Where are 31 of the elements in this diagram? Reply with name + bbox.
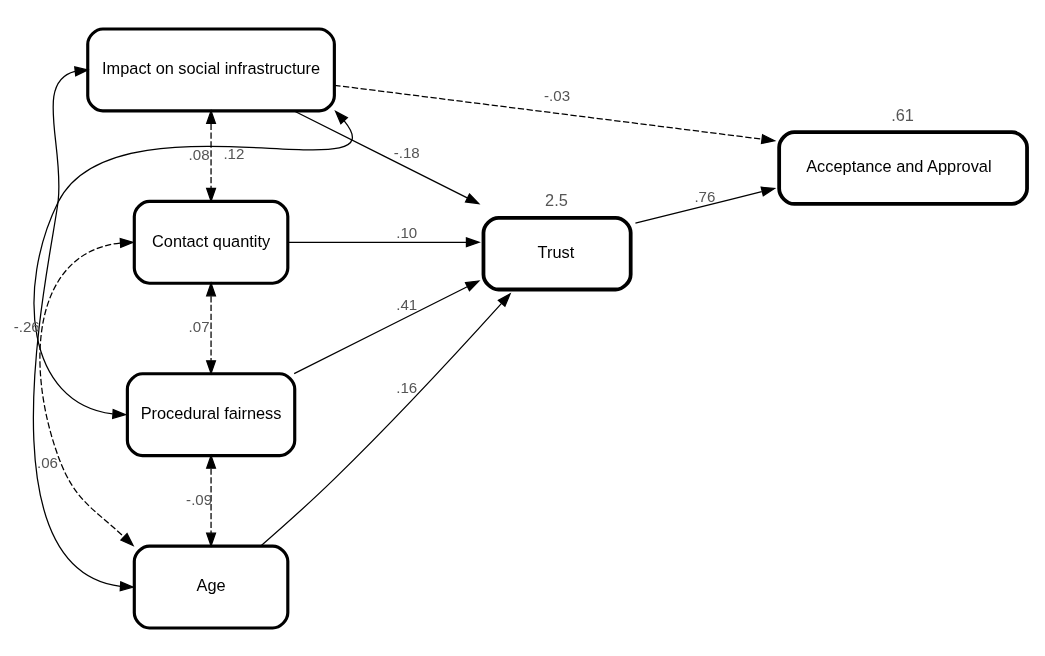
arrow bbox=[333, 84, 777, 144]
node-label: 2.5 bbox=[545, 190, 568, 209]
arrow bbox=[205, 280, 217, 375]
node-box: Impact on social infrastructure bbox=[86, 26, 336, 112]
node-box: Procedural fairness bbox=[125, 371, 297, 457]
node-box: Trust bbox=[481, 215, 633, 291]
edge-label: .76 bbox=[694, 187, 716, 205]
edge-label: .16 bbox=[396, 378, 418, 396]
arrow bbox=[205, 453, 217, 548]
arrow bbox=[287, 236, 481, 248]
edge-label: .08 bbox=[188, 145, 210, 163]
edge-label: .10 bbox=[396, 223, 418, 241]
arrow bbox=[205, 108, 217, 203]
edge-label: .07 bbox=[188, 317, 210, 335]
arrow bbox=[33, 109, 353, 419]
edge-label: -.18 bbox=[393, 143, 420, 160]
node-box: Contact quantity bbox=[132, 199, 290, 285]
edge-label: .12 bbox=[223, 144, 245, 162]
edge-label: -.09 bbox=[186, 490, 213, 508]
arrow bbox=[293, 109, 481, 204]
arrow bbox=[260, 292, 512, 547]
node-box: Age bbox=[132, 544, 290, 630]
node-label: .61 bbox=[891, 105, 914, 124]
edge-label: .41 bbox=[396, 295, 418, 313]
edge-label: .06 bbox=[37, 453, 58, 471]
node-box: Acceptance and Approval bbox=[777, 129, 1029, 206]
edge-label: -.03 bbox=[544, 86, 571, 104]
arrow bbox=[293, 279, 481, 374]
arrow bbox=[39, 237, 135, 547]
arrow bbox=[634, 186, 777, 224]
arrow bbox=[32, 65, 135, 592]
